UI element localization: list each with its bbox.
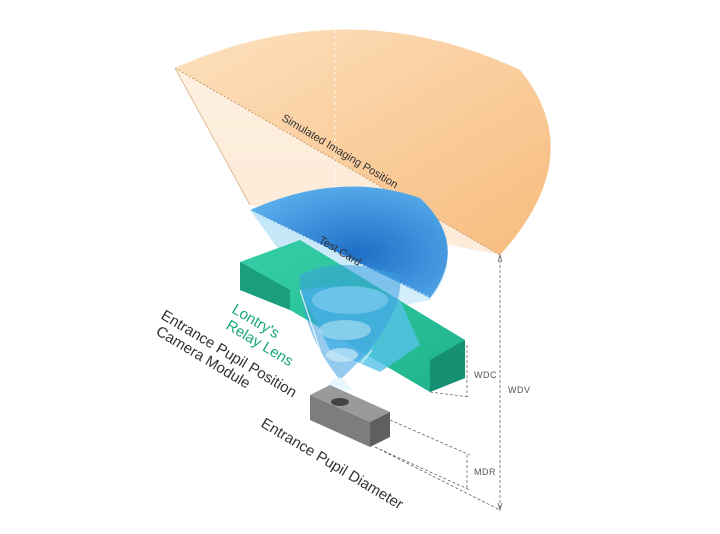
camera-module <box>310 385 390 447</box>
wdv-label: WDV <box>508 385 531 395</box>
simulated-imaging-surface <box>174 29 551 256</box>
wdc-label: WDC <box>474 370 497 380</box>
mdr-label: MDR <box>474 467 496 477</box>
dimension-lines <box>374 253 503 512</box>
